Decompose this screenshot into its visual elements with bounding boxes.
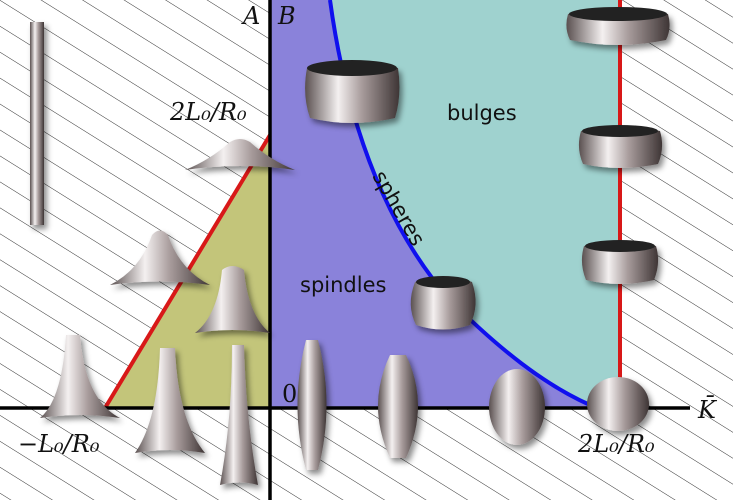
opening-icon [307, 60, 397, 76]
cone-shape [195, 266, 270, 333]
label-b: B [277, 2, 296, 30]
bulges-region [330, 0, 620, 408]
shape-glyphs [30, 7, 670, 485]
opening-icon [585, 240, 655, 252]
opening-icon [582, 125, 658, 137]
trumpet-shape [220, 345, 258, 485]
opening-icon [416, 276, 470, 288]
ellipsoid-shape [489, 369, 545, 445]
x-tick-pos-label: 2L₀/R₀ [577, 430, 655, 458]
bulge-shape [578, 126, 663, 168]
cylinder-shape [30, 22, 44, 225]
sphere-shape [587, 377, 649, 431]
trumpet-shape [40, 335, 120, 418]
cone-shape [110, 230, 210, 285]
opening-icon [569, 7, 667, 21]
trumpet-shape [135, 348, 205, 453]
spindles-label: spindles [300, 273, 386, 297]
bulges-label: bulges [447, 101, 517, 125]
spindle-shape [297, 340, 327, 470]
x-axis-label: K̄ [697, 396, 718, 424]
label-a: A [241, 2, 260, 30]
bulge-shape [305, 62, 400, 123]
bulge-shape [581, 242, 659, 284]
spindle-shape [378, 355, 418, 458]
flat-cone-shape [185, 139, 295, 170]
x-tick-neg-label: −L₀/R₀ [18, 430, 100, 458]
y-tick-label: 2L₀/R₀ [169, 98, 247, 126]
origin-label: 0 [282, 380, 297, 408]
barrel-shape [410, 276, 476, 330]
